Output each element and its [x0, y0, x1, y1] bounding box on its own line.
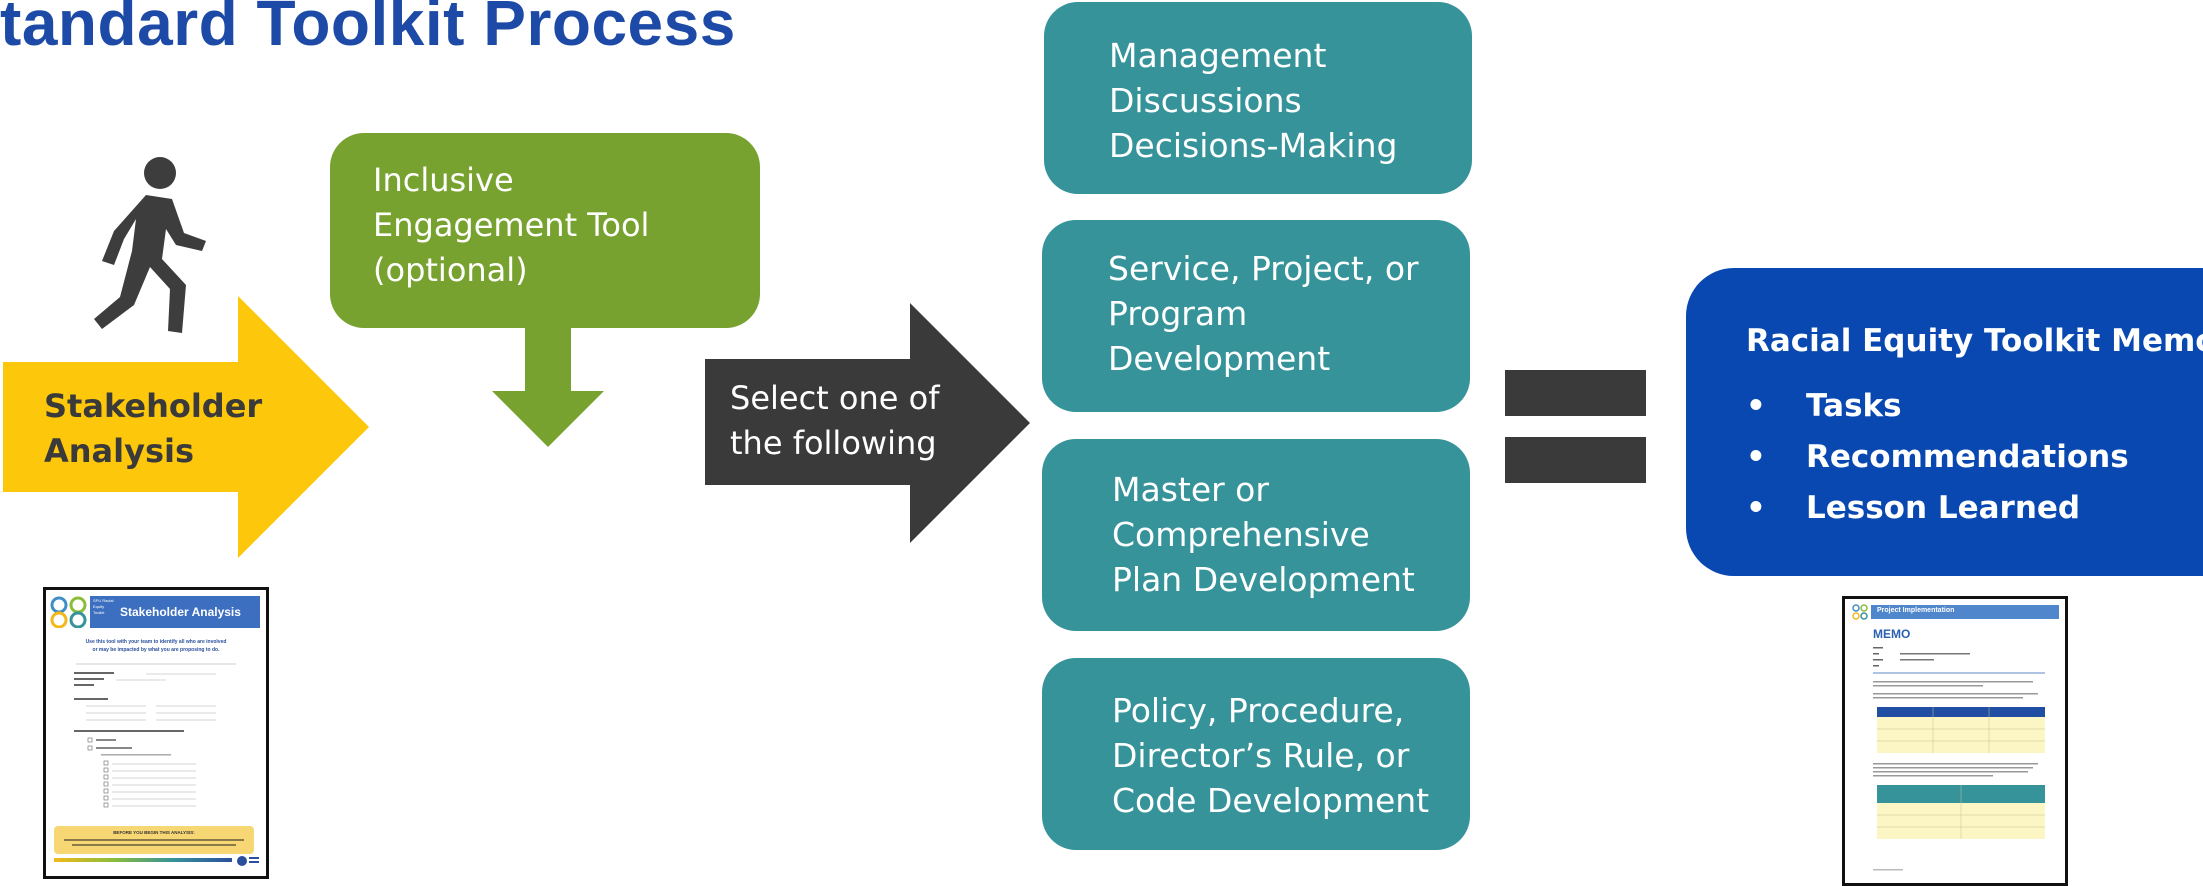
option-line: Program — [1108, 294, 1248, 333]
select-label: Select one of the following — [730, 376, 939, 466]
memo-bullet-item: • Recommendations — [1746, 432, 2129, 483]
memo-thumbnail-header-text: Project Implementation — [1877, 607, 1955, 614]
select-line: Select one of — [730, 379, 940, 417]
thumbnail-footer-logo-icon — [237, 856, 259, 866]
option-management: Management Discussions Decisions-Making — [1044, 2, 1472, 194]
option-line: Master or — [1112, 470, 1269, 509]
option-line: Development — [1108, 339, 1331, 378]
select-one-arrow — [705, 303, 1030, 543]
option-line: Comprehensive — [1112, 515, 1370, 554]
engagement-line: (optional) — [373, 251, 528, 289]
thumbnail-footer-heading: BEFORE YOU BEGIN THIS ANALYSIS: — [113, 830, 195, 835]
memo-thumbnail-body-lines — [1873, 647, 2045, 871]
thumbnail-footer-gradient — [54, 858, 232, 862]
option-line: Policy, Procedure, — [1112, 691, 1405, 730]
memo-thumbnail-header-bar: Project Implementation — [1871, 605, 2059, 619]
memo-bullet-item: • Lesson Learned — [1746, 483, 2129, 534]
engagement-line: Inclusive — [373, 161, 514, 199]
thumbnail-heading: Stakeholder Analysis — [120, 605, 241, 619]
bullet-icon: • — [1746, 388, 1766, 424]
memo-bullet-text: Tasks — [1806, 388, 1902, 424]
option-policy-procedure: Policy, Procedure, Director’s Rule, or C… — [1042, 658, 1470, 850]
memo-thumbnail-title: MEMO — [1873, 627, 1911, 641]
equals-sign-bottom-bar — [1505, 437, 1646, 483]
equals-sign-top-bar — [1505, 370, 1646, 416]
thumbnail-footer-text — [72, 844, 236, 846]
thumbnail-intro-line: Use this tool with your team to identify… — [85, 639, 227, 645]
option-line: Service, Project, or — [1108, 249, 1419, 288]
memo-bullet-text: Lesson Learned — [1806, 490, 2081, 526]
thumbnail-header-bar: SPU Racial Equity Toolkit Stakeholder An… — [90, 596, 260, 628]
walking-person-icon — [94, 157, 206, 333]
memo-thumbnail-logo-icon — [1852, 604, 1868, 620]
memo-bullet-item: • Tasks — [1746, 381, 2129, 432]
option-service-project: Service, Project, or Program Development — [1042, 220, 1470, 412]
select-line: the following — [730, 424, 937, 462]
memo-bullet-list: • Tasks • Recommendations • Lesson Learned — [1746, 381, 2129, 534]
stakeholder-analysis-label: Stakeholder Analysis — [44, 384, 262, 474]
stakeholder-label-line: Analysis — [44, 432, 195, 470]
memo-title: Racial Equity Toolkit Memo — [1746, 323, 2203, 359]
thumbnail-footer-box: BEFORE YOU BEGIN THIS ANALYSIS: — [54, 826, 254, 854]
bullet-icon: • — [1746, 490, 1766, 526]
thumbnail-logo-icon — [50, 596, 87, 628]
thumbnail-intro: Use this tool with your team to identify… — [56, 638, 256, 654]
engagement-label: Inclusive Engagement Tool (optional) — [373, 158, 649, 293]
page-title: tandard Toolkit Process — [0, 0, 736, 59]
option-line: Plan Development — [1112, 560, 1415, 599]
option-line: Discussions — [1109, 81, 1302, 120]
stakeholder-label-line: Stakeholder — [44, 387, 263, 425]
option-line: Decisions-Making — [1109, 126, 1398, 165]
engagement-line: Engagement Tool — [373, 206, 650, 244]
bullet-icon: • — [1746, 439, 1766, 475]
thumbnail-logo-text: SPU Racial Equity Toolkit — [93, 598, 114, 615]
thumbnail-form-lines — [74, 663, 236, 808]
option-master-plan: Master or Comprehensive Plan Development — [1042, 439, 1470, 631]
stakeholder-analysis-document-thumbnail: SPU Racial Equity Toolkit Stakeholder An… — [43, 587, 269, 879]
memo-bullet-text: Recommendations — [1806, 439, 2129, 475]
thumbnail-footer-text — [64, 839, 244, 841]
option-line: Code Development — [1112, 781, 1430, 820]
racial-equity-memo-box: Racial Equity Toolkit Memo • Tasks • Recom… — [1686, 268, 2203, 576]
inclusive-engagement-callout — [330, 133, 760, 447]
option-line: Director’s Rule, or — [1112, 736, 1410, 775]
stakeholder-analysis-arrow — [3, 296, 369, 558]
option-line: Management — [1109, 36, 1327, 75]
memo-document-thumbnail: Project Implementation MEMO — [1842, 596, 2068, 886]
thumbnail-intro-line: or may be impacted by what you are propo… — [92, 647, 220, 653]
